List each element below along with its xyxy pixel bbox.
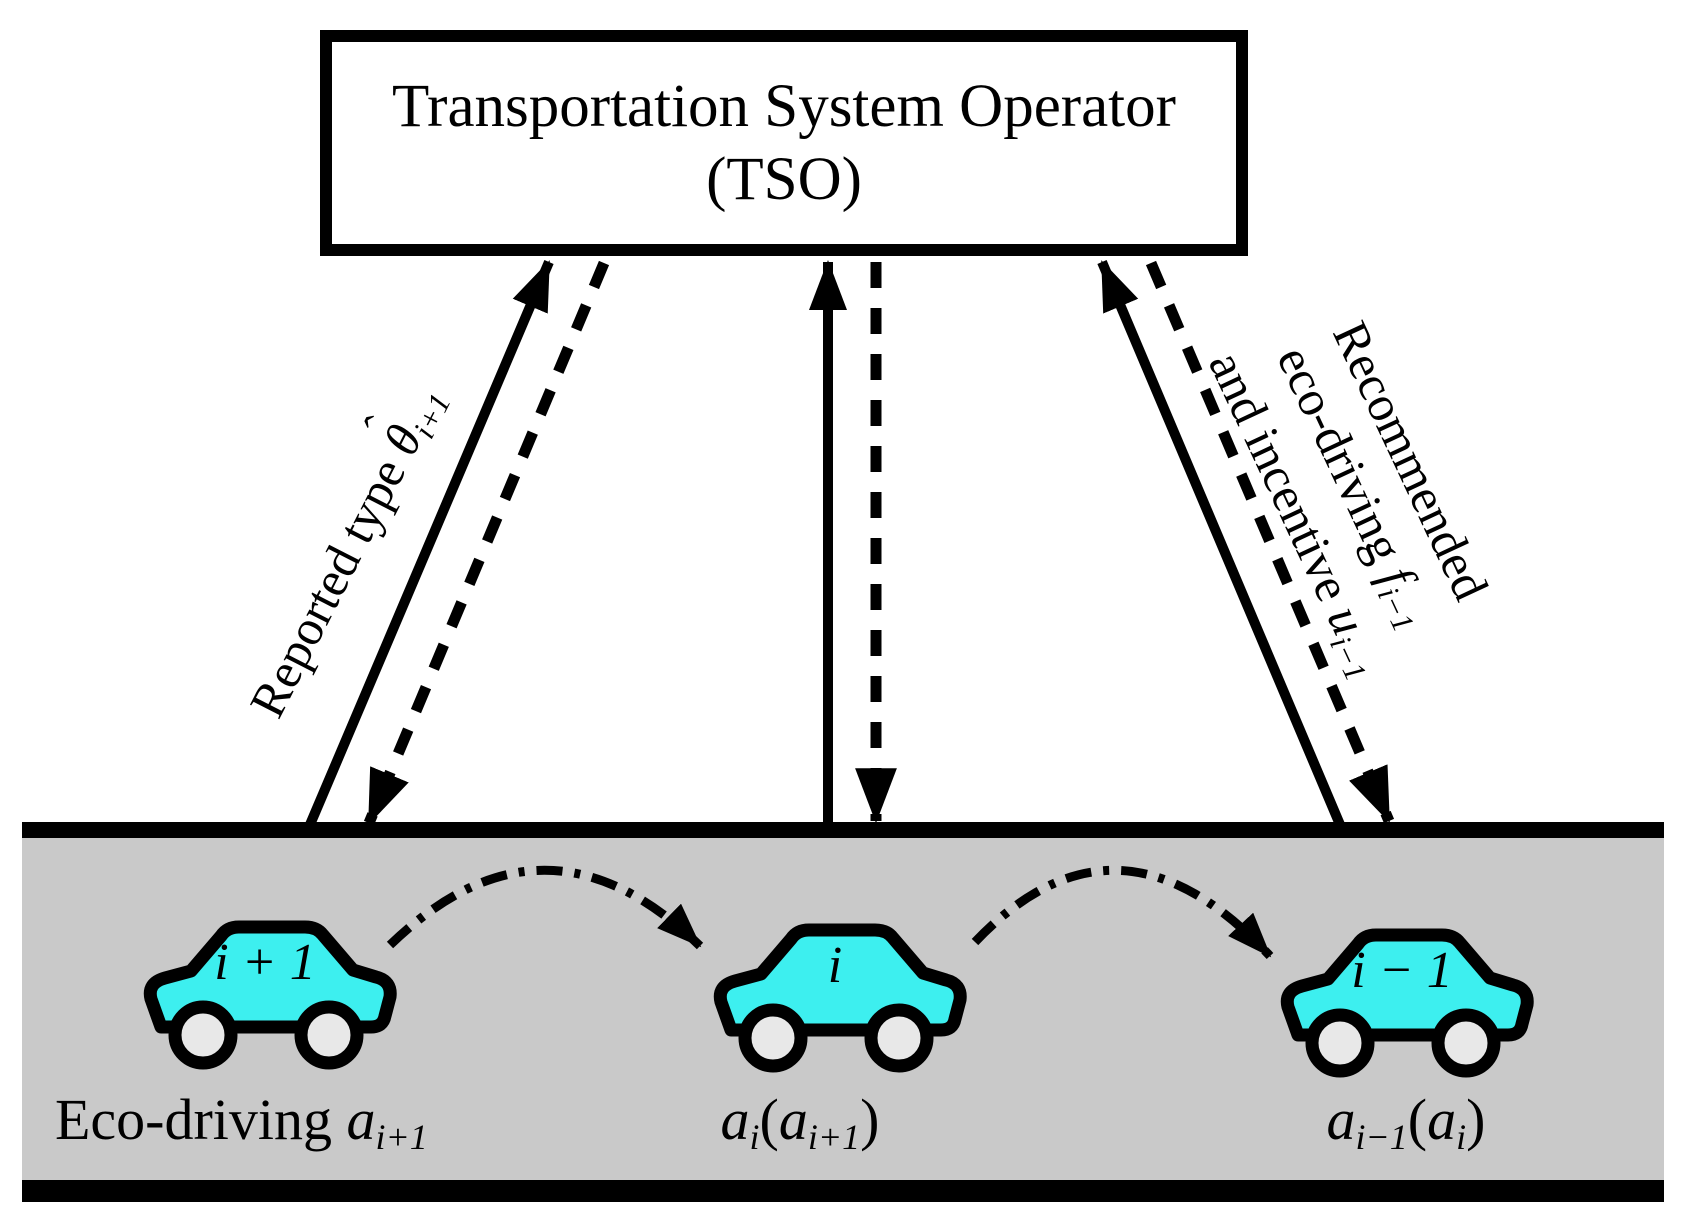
recommend-arrow-right [1145,260,1395,824]
open-paren: ( [1407,1087,1428,1152]
eco-driving-action-label: Eco-driving ai+1 [55,1086,428,1158]
a-symbol: a [1326,1087,1356,1152]
recommend-arrow-left [363,260,610,826]
action-i-minus-1-label: ai−1(ai) [1327,1086,1486,1158]
interaction-arc-right [971,866,1274,960]
car-i-minus-1-label: i − 1 [1351,942,1453,999]
a-subscript: i−1 [1355,1117,1408,1158]
car-i: i [695,898,975,1076]
car-i-label: i [827,937,843,994]
a-symbol: a [720,1087,750,1152]
a-subscript: i [749,1117,760,1158]
report-arrow-left [304,260,554,829]
open-paren: ( [759,1087,779,1152]
a-symbol: a [1427,1087,1457,1152]
a-subscript: i [1456,1117,1467,1158]
tso-box: Transportation System Operator (TSO) [320,30,1248,256]
car-i-plus-1: i + 1 [125,895,405,1073]
tso-title-line2: (TSO) [706,146,862,213]
a-subscript: i+1 [375,1117,428,1158]
action-i-label: ai(ai+1) [721,1086,880,1158]
tso-title-line1: Transportation System Operator [392,72,1176,140]
a-symbol: a [778,1087,808,1152]
a-symbol: a [346,1087,376,1152]
report-arrow-right [1097,260,1346,829]
a-subscript: i+1 [807,1117,861,1158]
close-paren: ) [860,1087,880,1152]
close-paren: ) [1466,1087,1486,1152]
car-i-minus-1: i − 1 [1262,903,1542,1081]
car-i-plus-1-label: i + 1 [214,934,316,991]
eco-driving-prefix: Eco-driving [55,1087,347,1152]
interaction-arc-left [386,865,704,950]
